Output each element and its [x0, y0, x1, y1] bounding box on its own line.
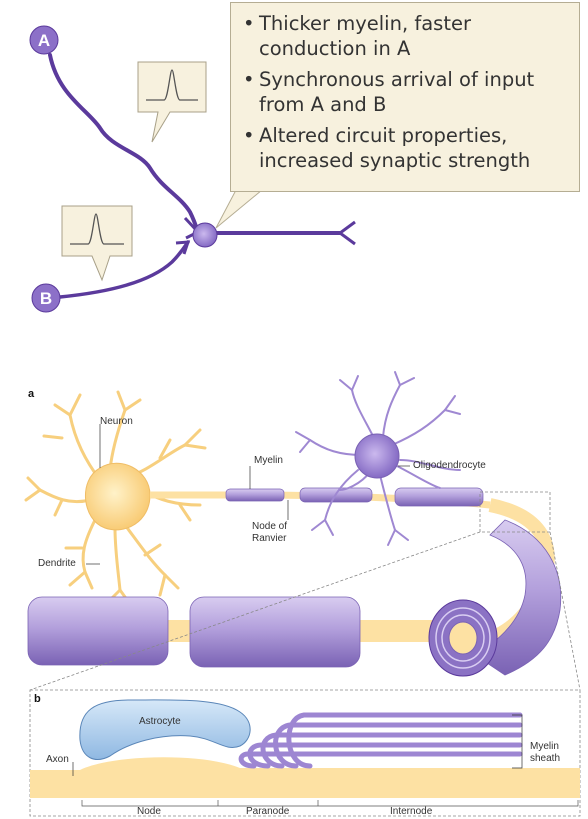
callout-bullet: Thicker myelin, faster conduction in A: [243, 11, 569, 61]
myelin-sheath-label-2: sheath: [530, 753, 560, 764]
astrocyte-shape: [80, 700, 250, 760]
oligodendrocyte-label: Oligodendrocyte: [413, 460, 486, 471]
oligodendrocyte-soma: [355, 434, 399, 478]
callout-box: Thicker myelin, faster conduction in A S…: [230, 2, 580, 192]
internode-region-label: Internode: [390, 806, 432, 817]
dendrite-label: Dendrite: [38, 558, 76, 569]
neuron-soma: [85, 463, 150, 530]
myelin-lamellae: [241, 715, 520, 766]
node-of-ranvier-label-2: Ranvier: [252, 533, 286, 544]
callout-list: Thicker myelin, faster conduction in A S…: [243, 11, 569, 173]
myelin-cross-section: [429, 600, 497, 676]
panel-b-letter: b: [34, 693, 41, 705]
axon-label: Axon: [46, 754, 69, 765]
astrocyte-label: Astrocyte: [139, 716, 181, 727]
myelin-segment-4: [28, 597, 168, 665]
myelin-segment-3: [395, 488, 483, 506]
panel-b: [30, 690, 580, 816]
node-of-ranvier-label-1: Node of: [252, 521, 287, 532]
callout-pointer: [216, 190, 262, 228]
paranode-region-label: Paranode: [246, 806, 289, 817]
callout-bullet: Synchronous arrival of input from A and …: [243, 67, 569, 117]
postsynaptic-neuron: [193, 223, 217, 247]
neuron-label: Neuron: [100, 416, 133, 427]
node-region-label: Node: [137, 806, 161, 817]
axon-a-label: A: [38, 31, 50, 50]
myelin-label: Myelin: [254, 455, 283, 466]
callout-bullet: Altered circuit properties, increased sy…: [243, 123, 569, 173]
myelin-sheath-label-1: Myelin: [530, 741, 559, 752]
myelin-segment-1: [226, 489, 284, 501]
myelin-segment-5: [190, 597, 360, 667]
spike-bubble-a: [138, 62, 206, 142]
output-terminal: [340, 222, 355, 244]
panel-a-letter: a: [28, 388, 34, 400]
axon-b-label: B: [40, 289, 52, 308]
